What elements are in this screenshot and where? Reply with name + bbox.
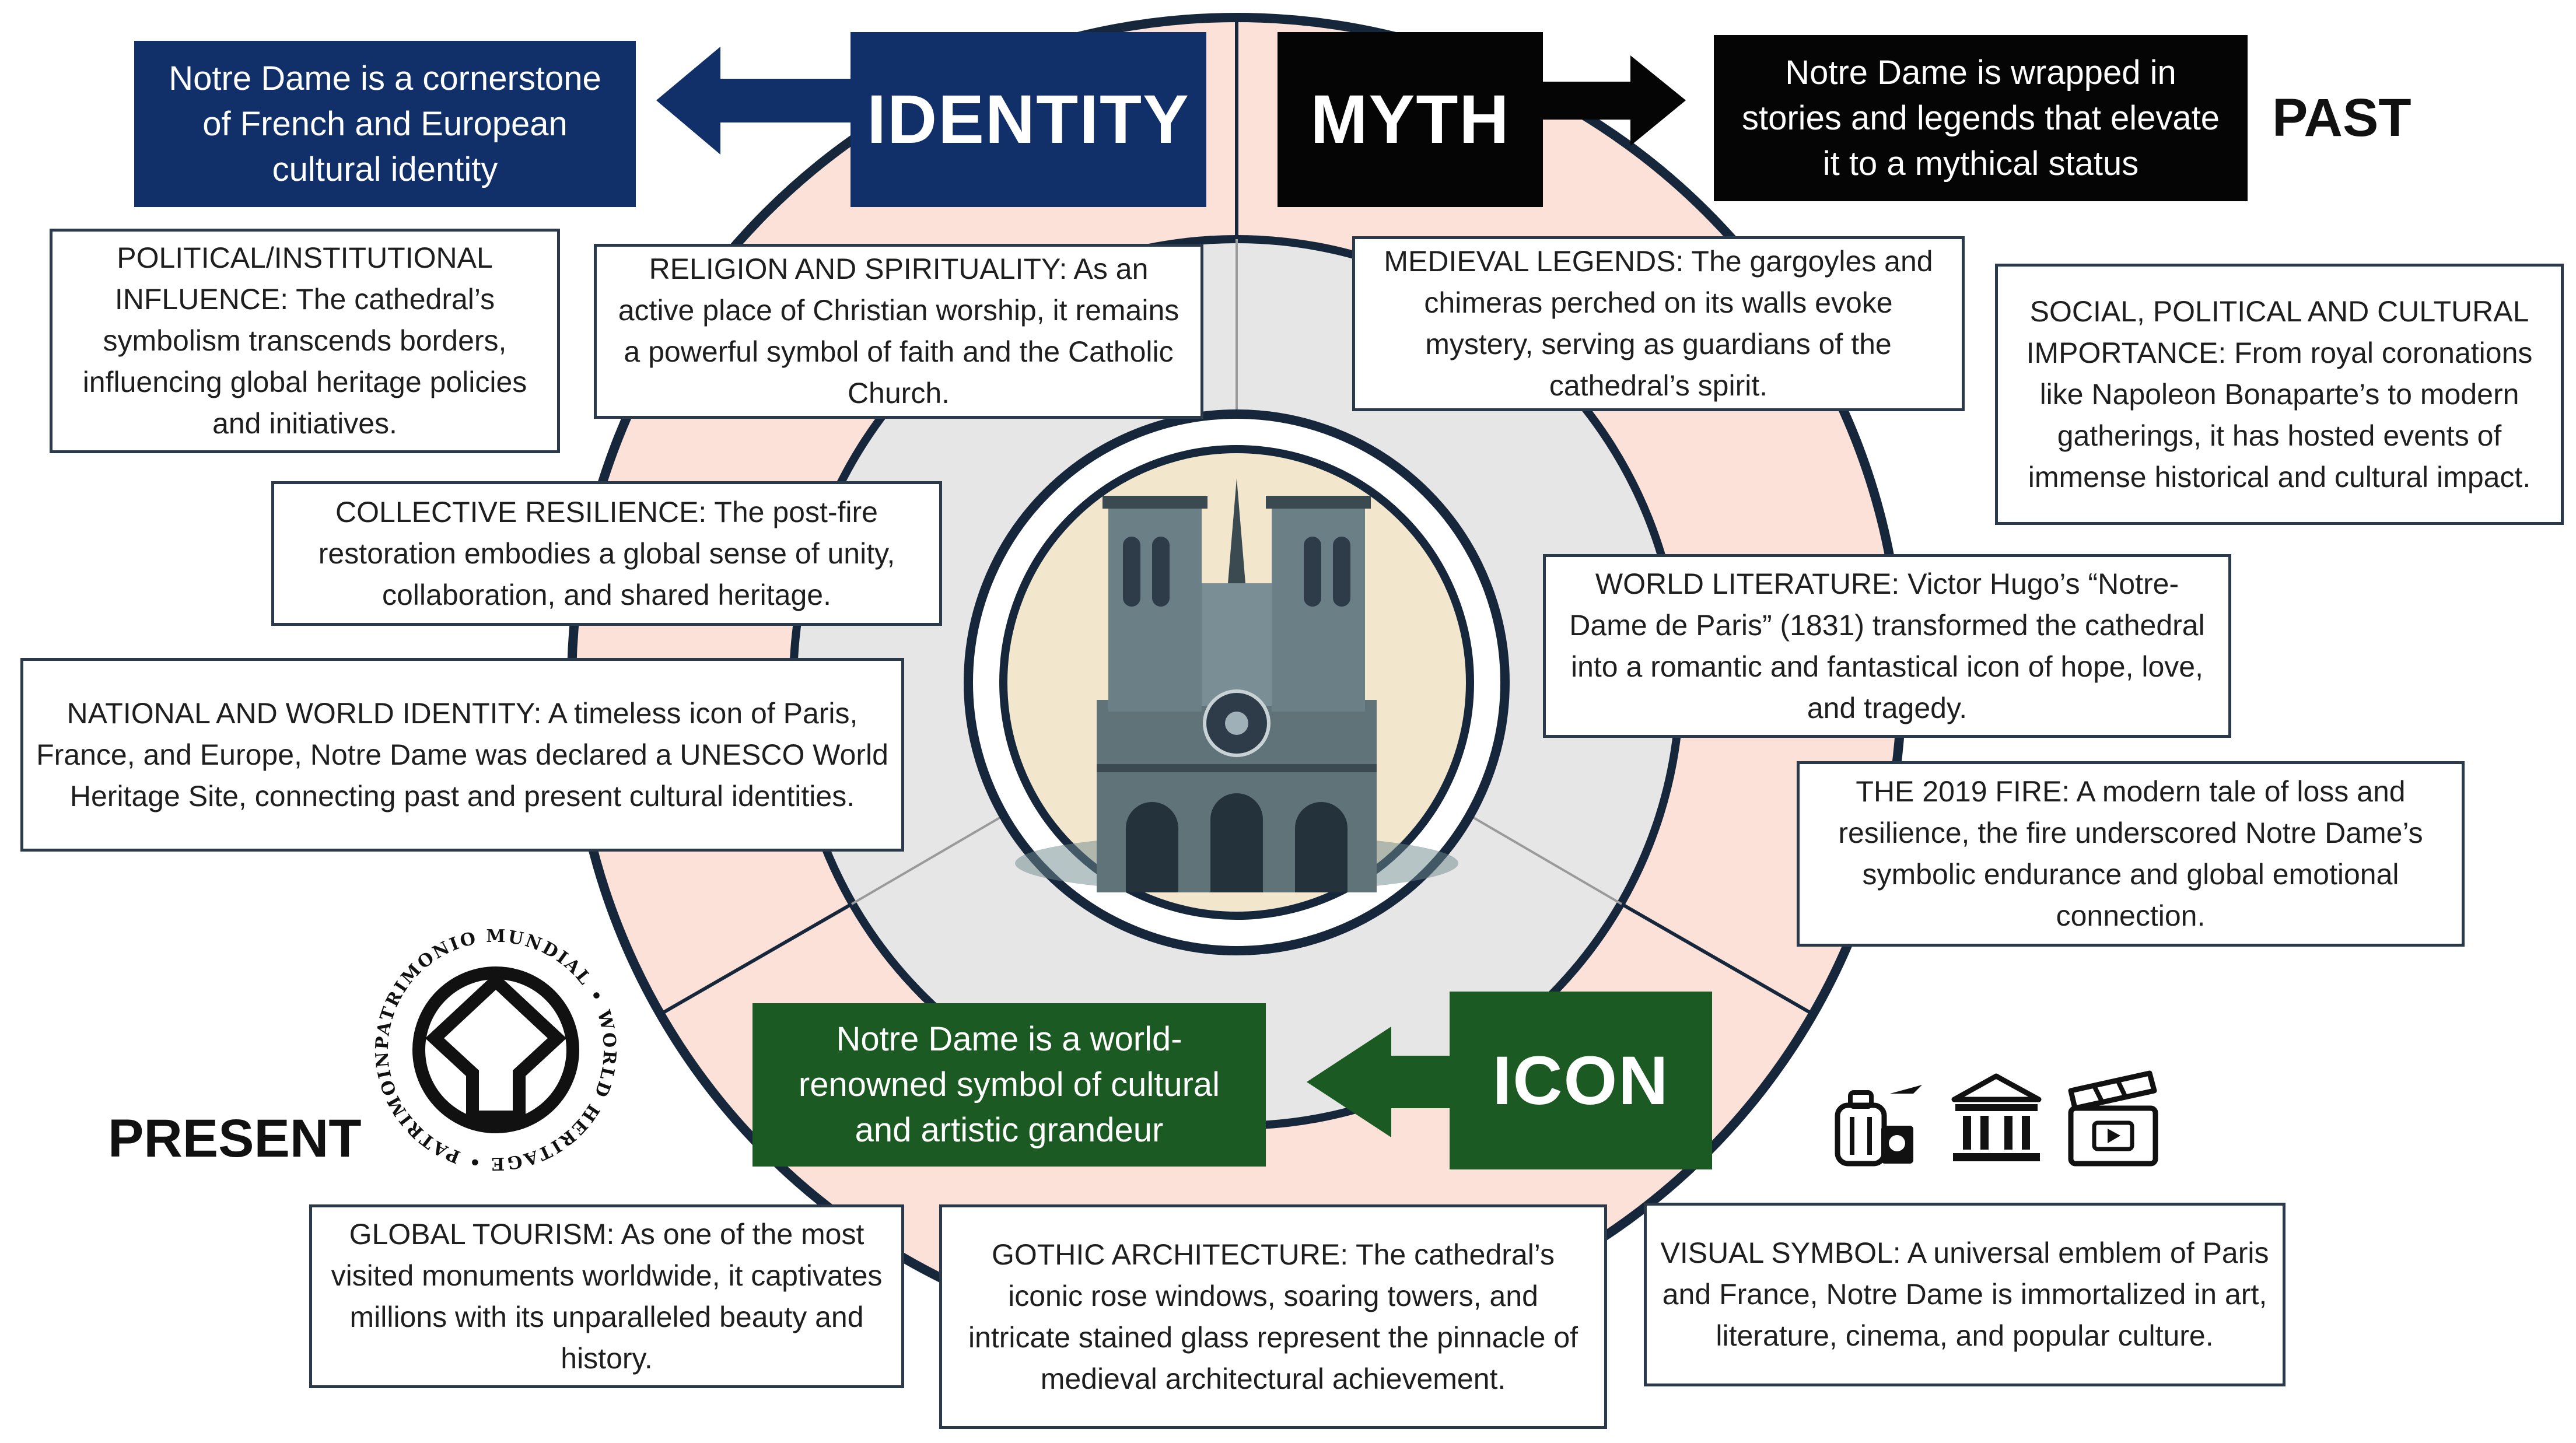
museum-icon <box>1951 1073 2042 1161</box>
icon-title: ICON <box>1492 1042 1670 1119</box>
global-tourism-box: GLOBAL TOURISM: As one of the most visit… <box>309 1204 904 1388</box>
myth-arrow <box>1540 82 1633 120</box>
religion-box: RELIGION AND SPIRITUALITY: As an active … <box>594 244 1203 419</box>
myth-title-box: MYTH <box>1278 32 1543 207</box>
icon-arrow <box>1388 1056 1452 1108</box>
world-literature-box: WORLD LITERATURE: Victor Hugo’s “Notre-D… <box>1543 554 2231 738</box>
gothic-architecture-box: GOTHIC ARCHITECTURE: The cathedral’s ico… <box>939 1204 1607 1429</box>
icon-description: Notre Dame is a world-renowned symbol of… <box>752 1003 1266 1167</box>
present-label: PRESENT <box>108 1109 362 1168</box>
myth-arrow-head <box>1630 55 1686 146</box>
svg-text:PATRIMONIO MUNDIAL • WORLD HER: PATRIMONIO MUNDIAL • WORLD HERITAGE • PA… <box>362 916 620 1174</box>
fire-2019-box: THE 2019 FIRE: A modern tale of loss and… <box>1797 761 2465 947</box>
clapperboard-icon <box>2068 1070 2158 1167</box>
divider-lower-right <box>1620 902 1815 1017</box>
identity-arrow-head <box>656 47 720 155</box>
medieval-legends-box: MEDIEVAL LEGENDS: The gargoyles and chim… <box>1352 236 1965 411</box>
identity-title: IDENTITY <box>867 81 1190 158</box>
identity-description: Notre Dame is a cornerstone of French an… <box>134 41 636 207</box>
cathedral-illustration <box>1015 478 1458 892</box>
past-label: PAST <box>2272 88 2412 148</box>
identity-arrow <box>718 79 852 122</box>
myth-description: Notre Dame is wrapped in stories and leg… <box>1714 35 2248 201</box>
political-influence-box: POLITICAL/INSTITUTIONAL INFLUENCE: The c… <box>50 229 560 453</box>
icon-title-box: ICON <box>1450 992 1712 1169</box>
identity-title-box: IDENTITY <box>850 32 1206 207</box>
divider-lower-left <box>658 902 853 1017</box>
world-heritage-emblem: PATRIMONIO MUNDIAL • WORLD HERITAGE • PA… <box>362 916 620 1174</box>
national-world-identity-box: NATIONAL AND WORLD IDENTITY: A timeless … <box>20 658 904 852</box>
icon-arrow-head <box>1307 1027 1391 1137</box>
emblem-ring-text: PATRIMONIO MUNDIAL • WORLD HERITAGE • PA… <box>362 916 618 1174</box>
social-political-cultural-box: SOCIAL, POLITICAL AND CULTURAL IMPORTANC… <box>1995 264 2564 525</box>
collective-resilience-box: COLLECTIVE RESILIENCE: The post-fire res… <box>271 481 942 626</box>
visual-symbol-box: VISUAL SYMBOL: A universal emblem of Par… <box>1644 1203 2286 1386</box>
myth-title: MYTH <box>1310 81 1510 158</box>
travel-luggage-icon <box>1835 1085 1922 1167</box>
